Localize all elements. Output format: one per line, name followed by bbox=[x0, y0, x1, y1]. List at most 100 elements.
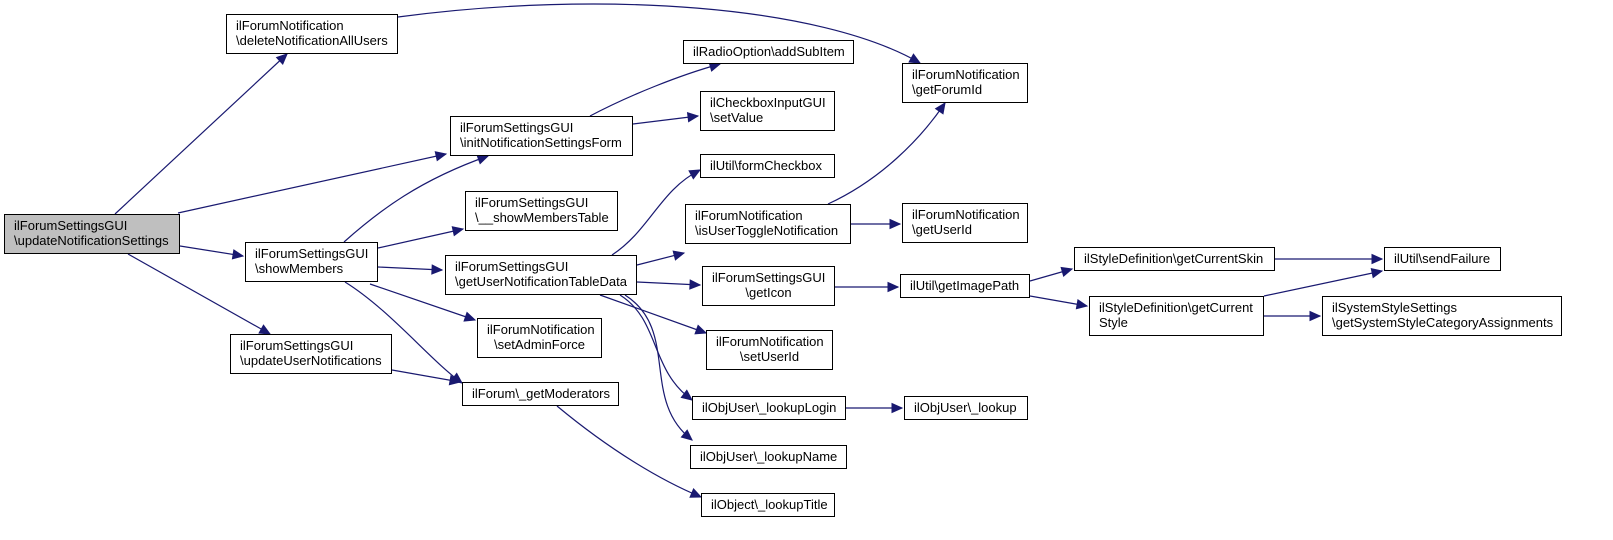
node-label-line: ilForumNotification bbox=[695, 208, 803, 223]
node-label-line: \setAdminForce bbox=[493, 337, 586, 352]
call-edge bbox=[611, 169, 701, 256]
node-label-line: ilForumNotification bbox=[487, 322, 595, 337]
node-show-members[interactable]: ilForumSettingsGUI\showMembers bbox=[245, 242, 378, 282]
call-edge-arrowhead bbox=[688, 169, 702, 180]
node-get-table-data[interactable]: ilForumSettingsGUI\getUserNotificationTa… bbox=[445, 255, 637, 295]
call-edge-arrowhead bbox=[1075, 298, 1089, 310]
node-label-line: ilCheckboxInputGUI bbox=[710, 95, 826, 110]
call-edge bbox=[624, 294, 693, 441]
call-edge bbox=[127, 253, 271, 335]
node-label-line: \getSystemStyleCategoryAssignments bbox=[1332, 315, 1554, 330]
call-edge-arrowhead bbox=[231, 249, 245, 260]
call-edge bbox=[636, 281, 701, 286]
node-label-line: ilRadioOption\addSubItem bbox=[693, 44, 845, 59]
node-delete-all[interactable]: ilForumNotification\deleteNotificationAl… bbox=[226, 14, 398, 54]
node-label-line: \isUserToggleNotification bbox=[695, 223, 839, 238]
node-label-line: ilSystemStyleSettings bbox=[1332, 300, 1457, 315]
node-form-checkbox[interactable]: ilUtil\formCheckbox bbox=[700, 154, 835, 178]
node-label-line: \showMembers bbox=[255, 261, 344, 276]
node-label-line: \__showMembersTable bbox=[475, 210, 609, 225]
node-get-current-skin[interactable]: ilStyleDefinition\getCurrentSkin bbox=[1074, 247, 1275, 271]
node-add-sub-item[interactable]: ilRadioOption\addSubItem bbox=[683, 40, 854, 64]
node-lookup[interactable]: ilObjUser\_lookup bbox=[904, 396, 1028, 420]
node-send-failure[interactable]: ilUtil\sendFailure bbox=[1384, 247, 1501, 271]
call-edge-arrowhead bbox=[476, 154, 490, 165]
node-label-line: Style bbox=[1099, 315, 1128, 330]
call-edge bbox=[599, 294, 707, 334]
call-edge bbox=[377, 228, 464, 249]
node-label-line: ilForumSettingsGUI bbox=[255, 246, 369, 261]
node-label-line: ilObject\_lookupTitle bbox=[711, 497, 828, 512]
node-label-line: ilForumSettingsGUI bbox=[712, 270, 826, 285]
node-lookup-login[interactable]: ilObjUser\_lookupLogin bbox=[692, 396, 846, 420]
node-update-user-notif[interactable]: ilForumSettingsGUI\updateUserNotificatio… bbox=[230, 334, 392, 374]
call-edge bbox=[589, 63, 721, 117]
node-label-line: \updateUserNotifications bbox=[240, 353, 382, 368]
node-lookup-title[interactable]: ilObject\_lookupTitle bbox=[701, 493, 835, 517]
node-lookup-name[interactable]: ilObjUser\_lookupName bbox=[690, 445, 847, 469]
call-edge-arrowhead bbox=[694, 324, 708, 335]
node-update-notif: ilForumSettingsGUI\updateNotificationSet… bbox=[4, 214, 180, 254]
node-init-form[interactable]: ilForumSettingsGUI\initNotificationSetti… bbox=[450, 116, 633, 156]
node-is-user-toggle[interactable]: ilForumNotification\isUserToggleNotifica… bbox=[685, 204, 851, 244]
call-edge bbox=[344, 281, 463, 384]
node-get-user-id[interactable]: ilForumNotification\getUserId bbox=[902, 203, 1028, 243]
node-label-line: \setValue bbox=[710, 110, 764, 125]
call-edge-arrowhead bbox=[431, 264, 444, 275]
call-edge-arrowhead bbox=[672, 250, 686, 261]
node-get-icon[interactable]: ilForumSettingsGUI\getIcon bbox=[702, 266, 835, 306]
node-label-line: ilForumSettingsGUI bbox=[460, 120, 574, 135]
call-edge bbox=[1263, 270, 1383, 297]
call-edge bbox=[114, 53, 288, 215]
node-label-line: ilObjUser\_lookup bbox=[914, 400, 1017, 415]
call-edge-arrowhead bbox=[1309, 310, 1322, 322]
call-edge bbox=[619, 294, 693, 401]
call-edge bbox=[397, 3, 921, 64]
node-label-line: ilForumSettingsGUI bbox=[475, 195, 589, 210]
call-edge-arrowhead bbox=[463, 311, 477, 322]
node-label-line: ilStyleDefinition\getCurrentSkin bbox=[1084, 251, 1264, 266]
call-edge-arrowhead bbox=[686, 112, 700, 123]
call-edge-arrowhead bbox=[680, 389, 693, 401]
call-edge bbox=[377, 266, 443, 271]
node-label-line: ilForum\_getModerators bbox=[472, 386, 610, 401]
call-edge-arrowhead bbox=[1370, 268, 1384, 279]
call-edge-arrowhead bbox=[448, 374, 462, 386]
call-edge-arrowhead bbox=[934, 101, 946, 115]
node-get-sys-style[interactable]: ilSystemStyleSettings\getSystemStyleCate… bbox=[1322, 296, 1562, 336]
node-get-image-path[interactable]: ilUtil\getImagePath bbox=[900, 274, 1030, 298]
node-set-admin-force[interactable]: ilForumNotification\setAdminForce bbox=[477, 318, 602, 358]
node-get-forum-id[interactable]: ilForumNotification\getForumId bbox=[902, 63, 1028, 103]
node-show-members-table[interactable]: ilForumSettingsGUI\__showMembersTable bbox=[465, 191, 618, 231]
call-edge bbox=[177, 153, 447, 214]
node-label-line: \getUserNotificationTableData bbox=[455, 274, 627, 289]
node-label-line: ilForumSettingsGUI bbox=[455, 259, 569, 274]
node-label-line: ilForumSettingsGUI bbox=[240, 338, 354, 353]
call-edge bbox=[179, 245, 244, 257]
node-label-line: \initNotificationSettingsForm bbox=[460, 135, 622, 150]
call-edge-arrowhead bbox=[908, 53, 922, 64]
call-edge-arrowhead bbox=[258, 324, 272, 335]
node-label-line: \getForumId bbox=[912, 82, 983, 97]
node-label-line: \getIcon bbox=[745, 285, 792, 300]
node-label-line: \deleteNotificationAllUsers bbox=[236, 33, 388, 48]
call-edge bbox=[343, 155, 489, 243]
call-edge-arrowhead bbox=[887, 281, 900, 293]
call-edge bbox=[556, 405, 702, 498]
node-set-value[interactable]: ilCheckboxInputGUI\setValue bbox=[700, 91, 835, 131]
call-edge-arrowhead bbox=[275, 53, 288, 66]
call-edge-arrowhead bbox=[1371, 253, 1384, 265]
node-label-line: \setUserId bbox=[739, 349, 800, 364]
node-label-line: ilUtil\formCheckbox bbox=[710, 158, 822, 173]
node-set-user-id[interactable]: ilForumNotification\setUserId bbox=[706, 330, 833, 370]
node-get-moderators[interactable]: ilForum\_getModerators bbox=[462, 382, 619, 406]
node-label-line: ilForumNotification bbox=[716, 334, 824, 349]
node-label-line: ilForumNotification bbox=[912, 67, 1020, 82]
node-label-line: ilForumNotification bbox=[236, 18, 344, 33]
call-edge bbox=[827, 102, 946, 205]
node-label-line: ilUtil\sendFailure bbox=[1394, 251, 1491, 266]
call-edge-arrowhead bbox=[434, 151, 448, 162]
